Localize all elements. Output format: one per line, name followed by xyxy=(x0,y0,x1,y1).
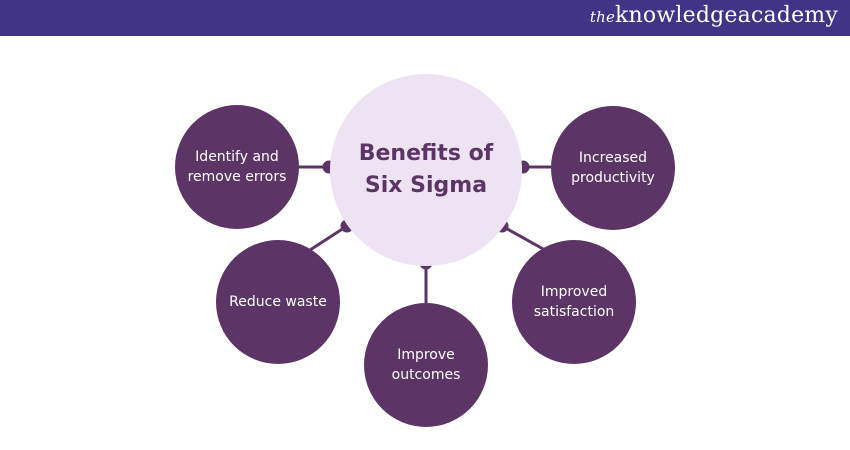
node-identify-errors: Identify and remove errors xyxy=(175,105,299,229)
node-reduce-waste: Reduce waste xyxy=(216,240,340,364)
node-improve-outcomes: Improve outcomes xyxy=(364,303,488,427)
center-node: Benefits of Six Sigma xyxy=(330,74,522,266)
header-bar: theknowledgeacademy xyxy=(0,0,850,36)
connector-line xyxy=(501,224,546,252)
node-improved-satisfaction: Improved satisfaction xyxy=(512,240,636,364)
connector-line xyxy=(309,224,348,252)
brand-logo: theknowledgeacademy xyxy=(589,3,838,28)
node-increased-productivity: Increased productivity xyxy=(551,106,675,230)
